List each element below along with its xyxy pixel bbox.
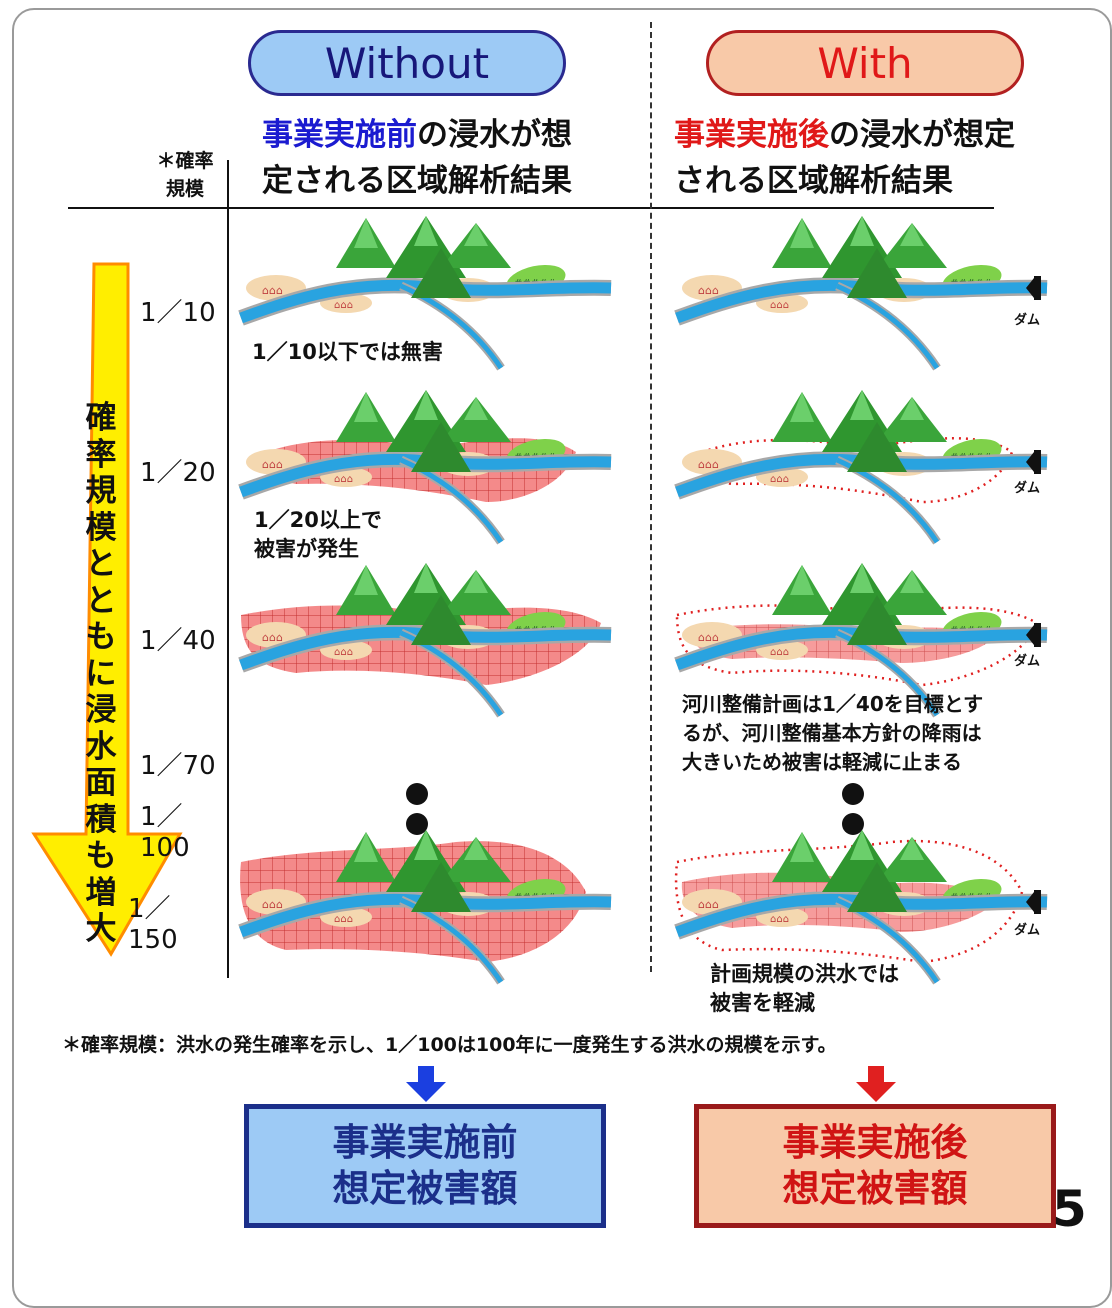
without-label: Without [248,30,566,96]
without-heading-line2: 定される区域解析結果 [262,163,572,199]
scene-with-1-20: ダム [672,390,1057,547]
scale-1-150: 1／150 [128,894,178,955]
note-with-1-40-line1: 河川整備計画は1／40を目標とす [682,692,984,716]
with-heading-line2: される区域解析結果 [674,163,953,199]
ellipsis-dots-right [842,783,864,835]
note-without-1-10: 1／10以下では無害 [252,340,443,364]
header-divider [68,207,994,209]
scene-with-1-150: ダム [672,830,1057,987]
scene-without-1-20 [236,390,621,547]
damage-after-line2: 想定被害額 [782,1167,968,1210]
without-heading: 事業実施前の浸水が想 定される区域解析結果 [262,112,572,204]
page-number: 5 [1052,1180,1087,1238]
scale-1-10: 1／10 [140,298,216,328]
axis-divider [227,160,229,978]
footnote: ＊確率規模：洪水の発生確率を示し、1／100は100年に一度発生する洪水の規模を… [62,1034,837,1056]
without-heading-highlight: 事業実施前 [262,117,417,153]
with-label: With [706,30,1024,96]
note-without-1-20: 1／20以上で 被害が発生 [254,506,382,564]
dam-label: ダム [1014,922,1040,938]
note-with-1-150-line2: 被害を軽減 [710,991,815,1015]
note-with-1-40-line3: 大きいため被害は軽減に止まる [682,750,962,774]
note-without-1-20-line1: 1／20以上で [254,508,382,532]
note-with-1-150-line1: 計画規模の洪水では [710,962,899,986]
note-with-1-40: 河川整備計画は1／40を目標とす るが、河川整備基本方針の降雨は 大きいため被害… [682,690,983,777]
axis-heading-line2: 規模 [165,178,204,200]
down-arrow-blue-icon [406,1066,446,1102]
flood-outline [674,839,1024,964]
damage-before-box: 事業実施前 想定被害額 [244,1104,606,1228]
with-heading: 事業実施後の浸水が想定 される区域解析結果 [674,112,1015,204]
damage-before-line2: 想定被害額 [332,1167,518,1210]
column-divider [650,22,652,972]
axis-heading-line1: ＊確率 [156,150,214,172]
dam-label: ダム [1014,653,1040,669]
scene-with-1-10: ダム [672,216,1057,373]
scene-with-1-40: ダム [672,563,1057,720]
scale-1-40: 1／40 [140,626,216,656]
arrow-text: 確率規模とともに浸水面積も増大 [85,400,117,947]
scale-1-20: 1／20 [140,458,216,488]
damage-before-line1: 事業実施前 [332,1121,518,1164]
dam-label: ダム [1014,312,1040,328]
down-arrow-red-icon [856,1066,896,1102]
scale-1-100: 1／100 [140,802,190,863]
scene-without-1-40 [236,563,621,720]
note-without-1-20-line2: 被害が発生 [254,537,359,561]
with-heading-highlight: 事業実施後 [674,117,829,153]
axis-heading: ＊確率 規模 [145,147,225,203]
note-with-1-150: 計画規模の洪水では 被害を軽減 [710,960,899,1018]
scene-without-1-150 [236,830,621,992]
increase-arrow [31,262,183,957]
without-heading-rest: の浸水が想 [417,117,572,153]
ellipsis-dots-left [406,783,428,835]
note-with-1-40-line2: るが、河川整備基本方針の降雨は [682,721,982,745]
damage-after-line1: 事業実施後 [782,1121,968,1164]
arrow-shape [31,262,183,957]
page-frame [12,8,1112,1308]
scale-1-70: 1／70 [140,751,216,781]
dam-label: ダム [1014,480,1040,496]
damage-after-box: 事業実施後 想定被害額 [694,1104,1056,1228]
with-heading-rest: の浸水が想定 [829,117,1015,153]
